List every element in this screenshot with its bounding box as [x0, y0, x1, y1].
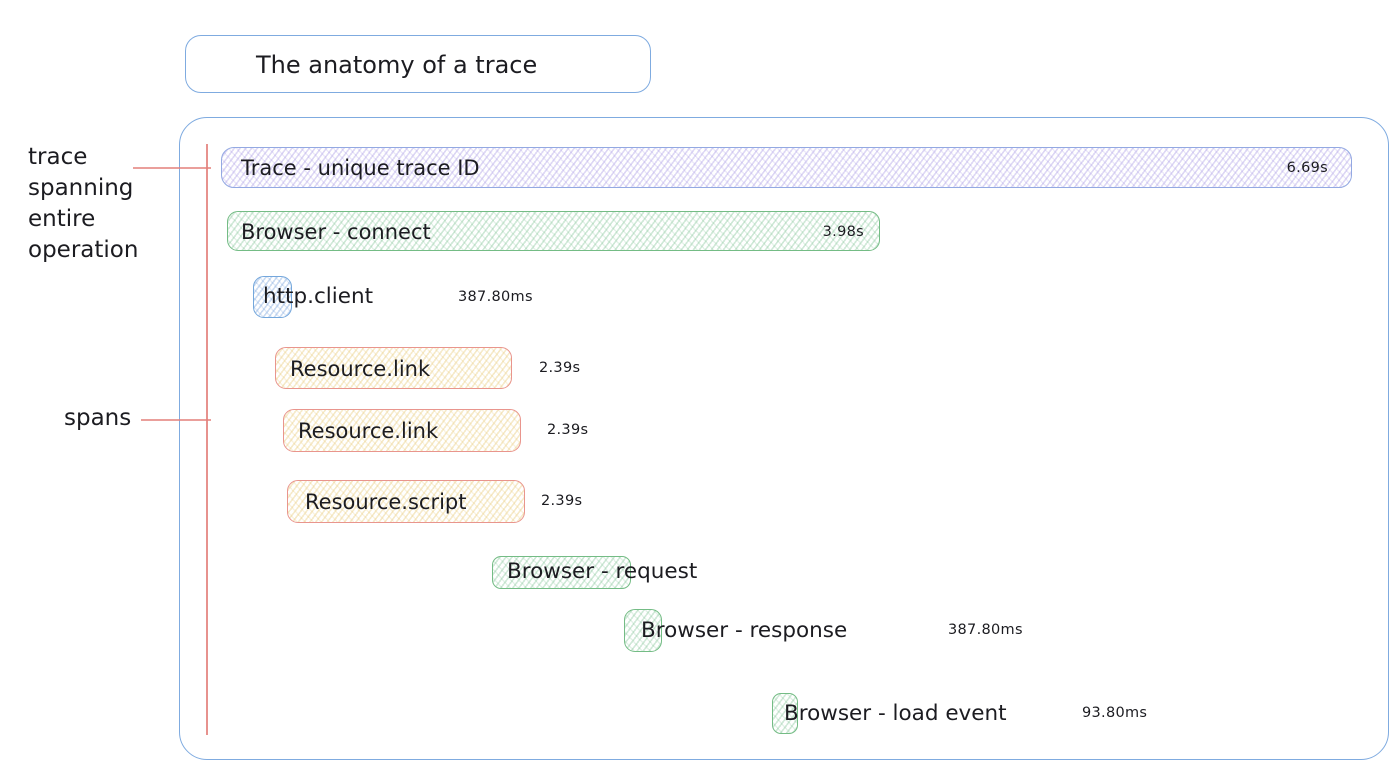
diagram-title: The anatomy of a trace [256, 51, 538, 79]
span-label: Resource.link [298, 419, 439, 443]
span-duration: 2.39s [541, 493, 583, 509]
span-duration: 387.80ms [458, 289, 533, 305]
span-bar-http-client [253, 276, 292, 318]
span-bar-resource-link-1: Resource.link [275, 347, 512, 389]
span-bar-resource-link-2: Resource.link [283, 409, 521, 452]
span-label: Trace - unique trace ID [241, 156, 480, 180]
span-duration: 2.39s [547, 422, 589, 438]
span-label: Resource.link [290, 357, 431, 381]
span-duration: 387.80ms [948, 622, 1023, 638]
title-box: The anatomy of a trace [185, 35, 651, 93]
span-bar-resource-script: Resource.script [287, 480, 525, 523]
span-duration: 3.98s [822, 224, 864, 240]
trace-annotation-connector-line [133, 167, 211, 169]
span-duration: 93.80ms [1082, 705, 1148, 721]
trace-annotation-text: trace spanning entire operation [28, 144, 139, 263]
span-bar-browser-request [492, 556, 631, 589]
span-bar-browser-load-event [772, 693, 798, 734]
span-duration: 2.39s [539, 360, 581, 376]
span-bar-browser-response [624, 609, 662, 652]
span-duration: 6.69s [1286, 160, 1328, 176]
spans-annotation-text: spans [64, 405, 132, 431]
spans-annotation-connector-line [141, 419, 211, 421]
span-bar-browser-connect: Browser - connect 3.98s [227, 211, 880, 251]
span-label: Browser - connect [241, 220, 431, 244]
spans-bracket-line [206, 144, 208, 735]
span-label: Browser - response [641, 618, 848, 643]
span-bar-trace: Trace - unique trace ID 6.69s [221, 147, 1352, 188]
span-label: Resource.script [305, 490, 467, 514]
span-label: Browser - load event [784, 701, 1007, 726]
span-label: http.client [263, 284, 374, 309]
span-label: Browser - request [507, 559, 698, 584]
